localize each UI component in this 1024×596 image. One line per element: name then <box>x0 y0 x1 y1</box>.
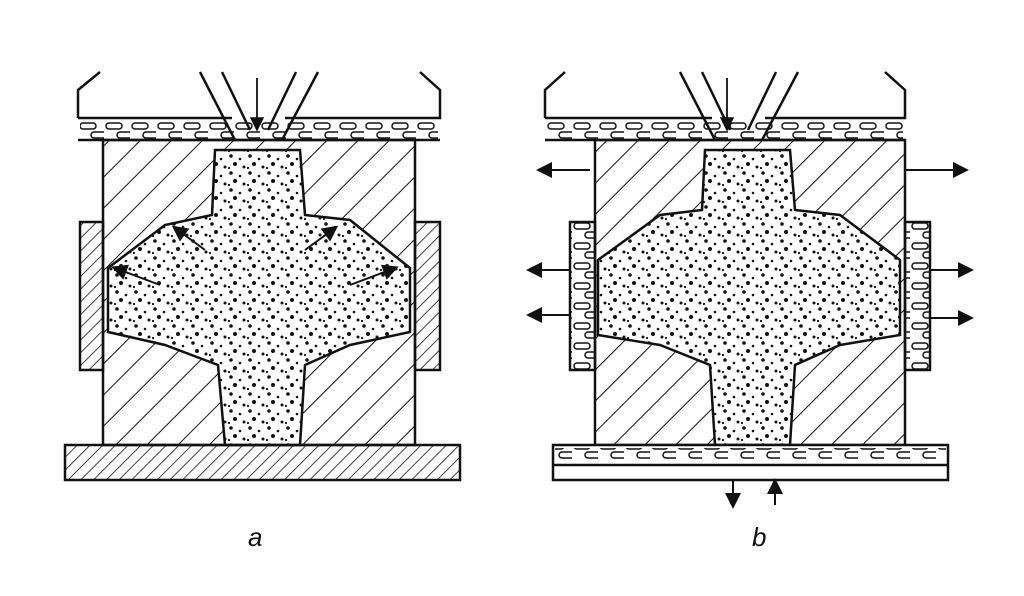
figure-label-b: b <box>752 522 767 552</box>
nozzle <box>678 71 800 141</box>
side-box-left <box>78 220 105 372</box>
figure-label-a: a <box>248 522 263 552</box>
figure-a-mold <box>63 71 462 482</box>
top-plate <box>543 71 907 142</box>
base-plate <box>63 443 462 482</box>
side-box-right <box>903 220 932 372</box>
figure-b-mold <box>526 71 974 509</box>
top-plate <box>76 71 442 142</box>
side-box-right <box>413 220 442 372</box>
nozzle <box>198 71 320 141</box>
side-box-left <box>568 220 597 372</box>
